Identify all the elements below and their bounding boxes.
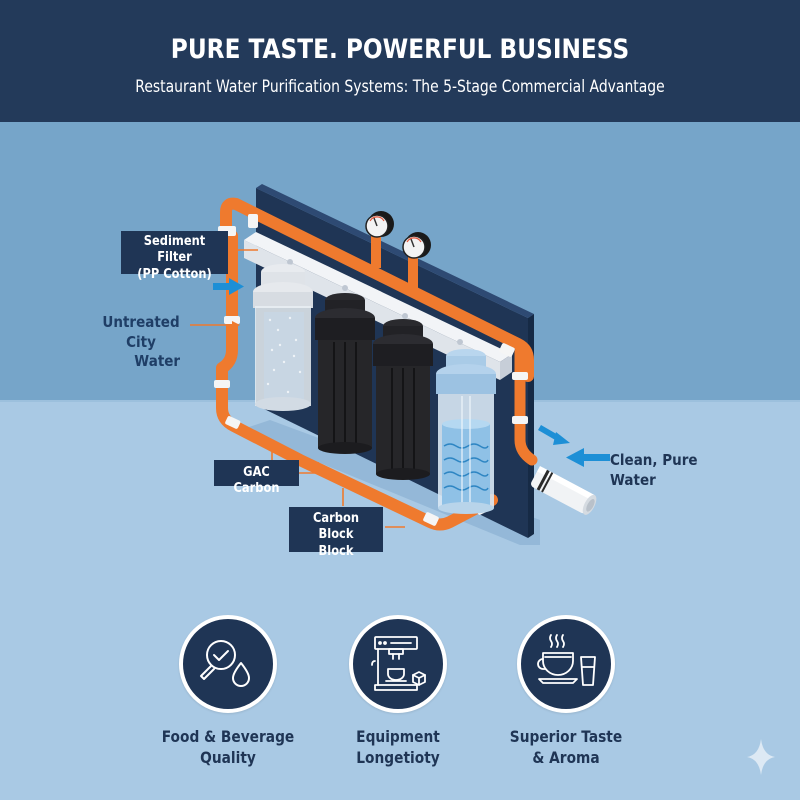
manifold (244, 232, 512, 380)
outlet-arrow-2-icon (566, 448, 610, 467)
benefit-label: Equipment Longetioty (303, 727, 493, 769)
label-clean-water: Clean, Pure Water (610, 451, 710, 490)
benefit-label: Food & Beverage Quality (133, 727, 323, 769)
sediment-filter-housing (253, 264, 313, 411)
orange-pipe-loop (214, 214, 538, 531)
benefit-label: Superior Taste & Aroma (471, 727, 661, 769)
label-sediment-filter: Sediment Filter (PP Cotton) (121, 231, 228, 282)
benefit-superior-taste: Superior Taste & Aroma (471, 615, 661, 769)
espresso-machine-ice-icon (349, 615, 447, 713)
benefit-equipment-longevity: Equipment Longetioty (303, 615, 493, 769)
outlet-arrow-1-icon (538, 425, 570, 445)
sparkle-icon (747, 739, 775, 775)
top-pipe (220, 197, 534, 382)
benefit-label-line1: Superior Taste (509, 727, 623, 746)
benefit-label-line2: & Aroma (532, 747, 600, 767)
label-carbon-block: Carbon Block Block (289, 507, 383, 559)
benefit-food-quality: Food & Beverage Quality (133, 615, 323, 769)
inlet-arrow-icon (213, 278, 244, 295)
final-clear-filter-housing (436, 349, 496, 514)
label-untreated-line1: Untreated City (102, 313, 180, 351)
label-clean-line1: Clean, Pure (610, 451, 698, 469)
label-gac-carbon: GAC Carbon (214, 460, 299, 496)
label-carbon-block-line2: Block (318, 543, 354, 559)
benefit-label-line2: Quality (200, 747, 256, 767)
page-title: PURE TASTE. POWERFUL BUSINESS (170, 34, 630, 65)
outlet-inline-filter (531, 466, 597, 515)
benefit-label-line2: Longetioty (356, 747, 440, 767)
label-sediment-line1: Sediment Filter (143, 234, 206, 266)
header-banner: PURE TASTE. POWERFUL BUSINESS Restaurant… (0, 0, 800, 122)
coffee-cup-glass-icon (517, 615, 615, 713)
label-sediment-line2: (PP Cotton) (137, 266, 212, 282)
page-subtitle: Restaurant Water Purification Systems: T… (135, 77, 665, 97)
label-untreated-line2: Water (134, 352, 181, 370)
label-clean-line2: Water (610, 470, 656, 489)
pressure-gauge-2 (402, 232, 431, 288)
label-gac-text: GAC Carbon (233, 465, 280, 497)
gac-carbon-housing (315, 293, 375, 454)
magnifier-check-drop-icon (179, 615, 277, 713)
label-carbon-block-line1: Carbon Block (313, 511, 359, 543)
label-untreated-water: Untreated City Water (80, 313, 202, 372)
benefit-label-line1: Food & Beverage (161, 727, 295, 746)
pressure-gauge-1 (365, 211, 394, 268)
carbon-block-housing (373, 319, 433, 480)
benefit-label-line1: Equipment (356, 727, 440, 746)
